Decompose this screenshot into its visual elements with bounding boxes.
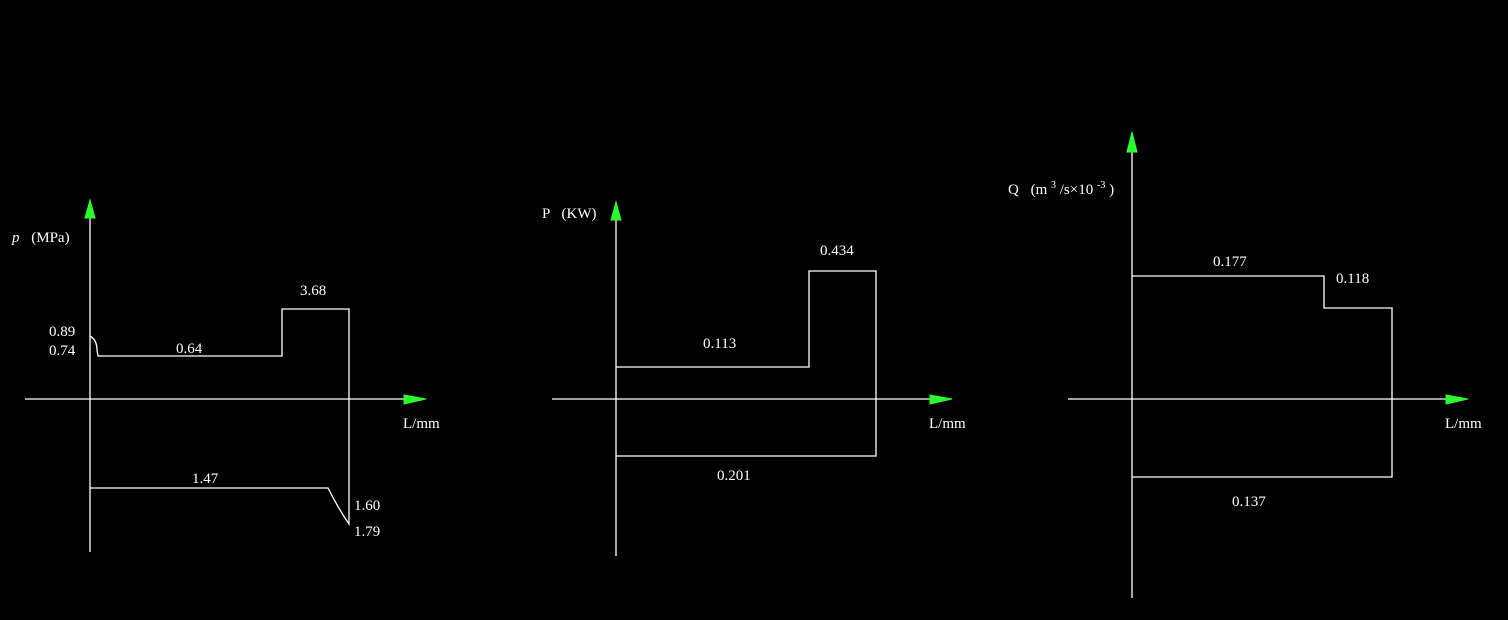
x-axis-arrow-icon — [929, 394, 953, 405]
x-axis-arrow-icon — [1445, 394, 1469, 405]
value-label: 0.89 — [49, 324, 75, 340]
lower-step-line — [616, 399, 877, 457]
value-label: 0.177 — [1213, 254, 1247, 270]
power-diagram: P (KW) L/mm 0.113 0.434 0.201 — [542, 200, 966, 556]
pressure-diagram: p (MPa) L/mm 0.89 0.74 0.64 3.68 1.47 1.… — [11, 198, 440, 552]
y-axis-label: p (MPa) — [11, 230, 70, 246]
value-label: 0.118 — [1336, 271, 1369, 287]
lower-step-line — [1132, 399, 1393, 478]
lower-step-line — [90, 399, 350, 527]
value-label: 0.74 — [49, 343, 76, 359]
value-label: 0.113 — [703, 336, 736, 352]
value-label: 1.79 — [354, 524, 380, 540]
upper-step-line — [1132, 275, 1393, 399]
value-label: 1.47 — [192, 471, 219, 487]
x-axis-label: L/mm — [929, 416, 966, 432]
y-axis-arrow-icon — [84, 198, 96, 219]
value-label: 0.64 — [176, 341, 203, 357]
value-label: 3.68 — [300, 283, 326, 299]
x-axis-label: L/mm — [1445, 416, 1482, 432]
upper-step-line — [616, 270, 877, 399]
upper-step-line — [89, 308, 350, 399]
y-axis-arrow-icon — [610, 200, 622, 221]
value-label: 1.60 — [354, 498, 380, 514]
flow-diagram: Q (m 3 /s×10 -3 ) L/mm 0.177 0.118 0.137 — [1008, 131, 1482, 598]
y-axis-label: Q (m 3 /s×10 -3 ) — [1008, 176, 1114, 198]
value-label: 0.201 — [717, 468, 751, 484]
y-axis-arrow-icon — [1126, 131, 1138, 153]
y-axis-label: P (KW) — [542, 206, 597, 222]
value-label: 0.137 — [1232, 494, 1266, 510]
value-label: 0.434 — [820, 243, 854, 259]
x-axis-arrow-icon — [403, 394, 427, 405]
x-axis-label: L/mm — [403, 416, 440, 432]
